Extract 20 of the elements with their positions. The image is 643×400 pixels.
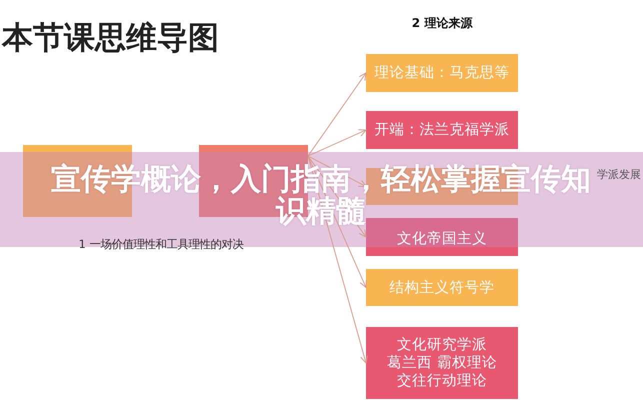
topic-box <box>366 54 518 92</box>
box-text: 文化帝国主义 <box>397 230 487 248</box>
connector-arrow <box>308 156 367 288</box>
connector-arrow <box>308 72 366 156</box>
box-text: 交往行动理论 <box>397 372 487 390</box>
connector-arrow <box>308 156 368 364</box>
section-heading: 学派发展 <box>597 167 641 182</box>
topic-box <box>366 327 518 399</box>
topic-box <box>366 218 518 256</box>
section-heading: 2 理论来源 <box>410 15 474 31</box>
topic-box <box>366 269 518 306</box>
topic-box <box>366 111 518 149</box>
page-title: 本节课思维导图 <box>2 20 219 56</box>
box-text: 开端：法兰克福学派 <box>374 121 510 139</box>
section-heading: 1 一场价值理性和工具理性的对决 <box>78 237 244 252</box>
connector-arrow <box>308 129 366 156</box>
box-text: 文化研究学派 <box>397 336 487 354</box>
box-text: 结构主义符号学 <box>390 278 494 296</box>
box-text: 葛兰西 霸权理论 <box>387 354 497 372</box>
box-text: 理论基础：马克思等 <box>374 64 510 82</box>
